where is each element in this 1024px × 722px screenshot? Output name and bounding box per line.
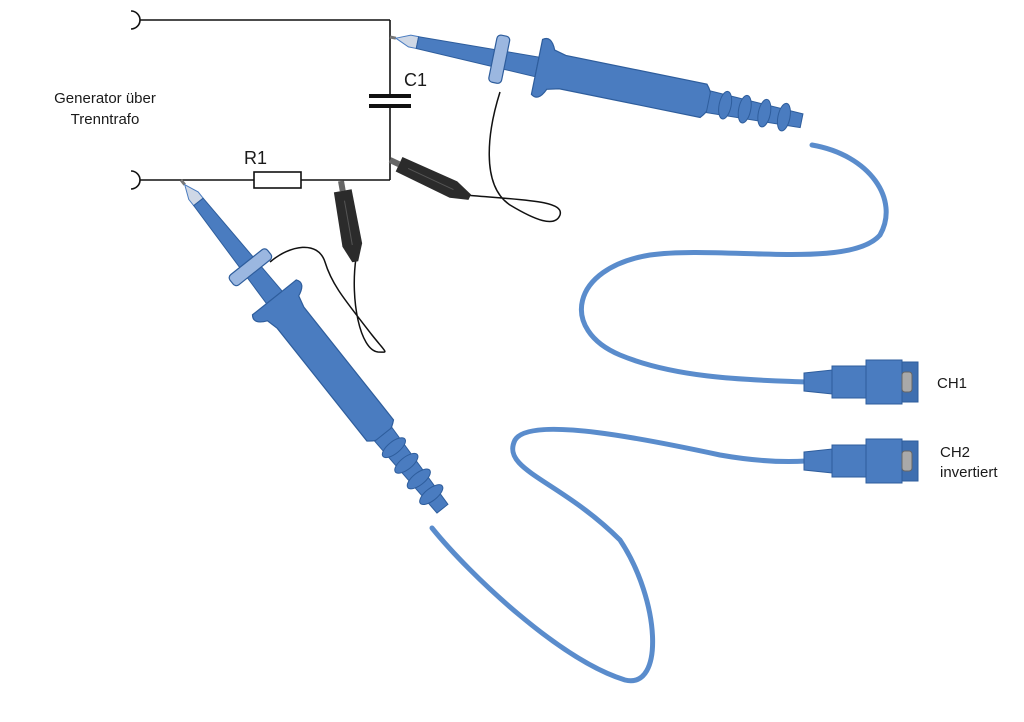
probe-cables xyxy=(429,142,889,684)
ch2-cable xyxy=(429,426,809,684)
ch2-probe-ring xyxy=(228,248,273,287)
ch1-ground-clip xyxy=(388,156,472,200)
capacitor-c1 xyxy=(369,94,411,108)
capacitor-label: C1 xyxy=(404,70,428,90)
ch2-label-line1: CH2 xyxy=(940,444,971,461)
ground-leads xyxy=(269,91,561,353)
generator-label: Generator über Trenntrafo xyxy=(30,88,180,130)
ch2-ground-clip xyxy=(333,180,363,263)
ch1-bnc-connector xyxy=(803,359,919,405)
resistor-label: R1 xyxy=(244,148,268,168)
ch1-cable xyxy=(579,142,889,385)
ch1-ground-lead xyxy=(464,91,561,223)
ch2-label-line2: invertiert xyxy=(940,464,998,481)
schematic xyxy=(130,10,391,190)
generator-label-line1: Generator über xyxy=(54,90,156,107)
ch2-label: CH2 invertiert xyxy=(940,443,998,483)
ch1-probe-ring xyxy=(488,34,511,84)
ch1-label: CH1 xyxy=(937,375,968,392)
generator-terminal-top xyxy=(130,10,141,30)
generator-label-line2: Trenntrafo xyxy=(70,111,140,128)
generator-terminal-bottom xyxy=(130,170,141,190)
ch2-bnc-connector xyxy=(803,438,919,484)
ch1-probe xyxy=(389,34,804,132)
ch2-ground-lead xyxy=(269,246,386,353)
resistor-r1 xyxy=(253,171,302,189)
ch2-probe xyxy=(179,179,449,514)
